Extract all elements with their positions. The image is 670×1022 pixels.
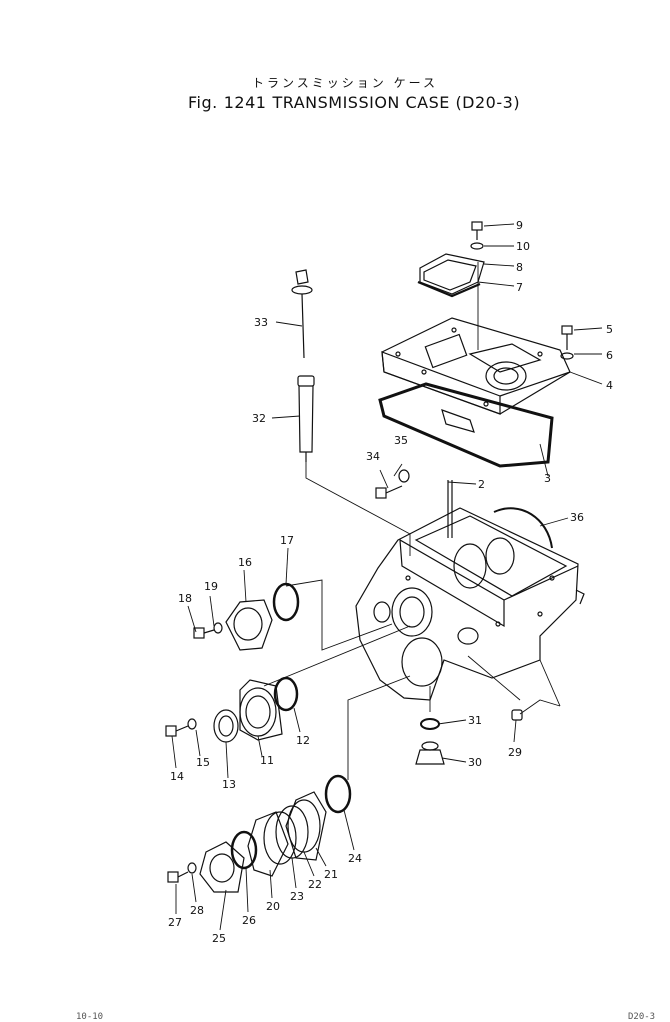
callout-19: 19 — [204, 580, 218, 593]
callout-17: 17 — [280, 534, 294, 547]
fig-prefix: Fig. — [188, 93, 218, 112]
fig-text: TRANSMISSION CASE (D20-3) — [272, 93, 521, 112]
callout-29: 29 — [508, 746, 522, 759]
footer-right: D20-3 — [628, 1012, 656, 1022]
callout-27: 27 — [168, 916, 182, 929]
bolt-9 — [470, 221, 484, 250]
o-ring-36 — [493, 507, 553, 549]
callout-6: 6 — [606, 349, 613, 362]
callout-31: 31 — [468, 714, 482, 727]
washer-28 — [187, 862, 197, 874]
gasket-3 — [378, 382, 554, 468]
figure-title: Fig. 1241 TRANSMISSION CASE (D20-3) — [188, 93, 526, 112]
case-cover-plate — [381, 317, 571, 433]
bolt-5 — [560, 325, 574, 360]
callout-24: 24 — [348, 852, 362, 865]
plug-29 — [511, 709, 523, 721]
callout-21: 21 — [324, 868, 338, 881]
cover-16 — [225, 599, 273, 651]
seal-13 — [213, 709, 239, 743]
callout-15: 15 — [196, 756, 210, 769]
callout-13: 13 — [222, 778, 236, 791]
title-japanese: トランスミッション ケース — [252, 76, 438, 90]
leader-lines — [171, 223, 603, 931]
callout-25: 25 — [212, 932, 226, 945]
drain-plug-30 — [415, 741, 445, 765]
callout-11: 11 — [260, 754, 274, 767]
top-cover-plate — [417, 253, 485, 298]
callout-36: 36 — [570, 511, 584, 524]
stud-2 — [447, 480, 453, 538]
o-ring-17 — [272, 582, 300, 622]
footer-left: 10-10 — [76, 1012, 104, 1022]
callout-18: 18 — [178, 592, 192, 605]
bolt-34 — [375, 485, 403, 499]
callout-22: 22 — [308, 878, 322, 891]
washer-35 — [398, 469, 410, 483]
callout-2: 2 — [478, 478, 485, 491]
callout-32: 32 — [252, 412, 266, 425]
dipstick-33 — [291, 269, 313, 359]
callout-5: 5 — [606, 323, 613, 336]
callout-7: 7 — [516, 281, 523, 294]
retainer-11 — [239, 679, 283, 741]
callout-10: 10 — [516, 240, 530, 253]
bolt-14 — [165, 725, 189, 737]
fig-number: 1241 — [223, 93, 267, 112]
callout-3: 3 — [544, 472, 551, 485]
o-ring-24 — [324, 774, 352, 814]
callout-20: 20 — [266, 900, 280, 913]
rear-stack — [199, 791, 327, 893]
callout-30: 30 — [468, 756, 482, 769]
transmission-case-body — [355, 507, 585, 701]
callout-34: 34 — [366, 450, 380, 463]
filler-tube-32 — [297, 375, 315, 462]
callout-9: 9 — [516, 219, 523, 232]
callout-33: 33 — [254, 316, 268, 329]
callout-4: 4 — [606, 379, 613, 392]
callout-28: 28 — [190, 904, 204, 917]
callout-12: 12 — [296, 734, 310, 747]
callout-14: 14 — [170, 770, 184, 783]
callout-35: 35 — [394, 434, 408, 447]
callout-8: 8 — [516, 261, 523, 274]
washer-15 — [187, 718, 197, 730]
bolt-18 — [193, 627, 215, 639]
o-ring-12 — [273, 676, 299, 712]
callout-16: 16 — [238, 556, 252, 569]
callout-23: 23 — [290, 890, 304, 903]
washer-19 — [213, 622, 223, 634]
o-ring-31 — [420, 718, 440, 730]
callout-26: 26 — [242, 914, 256, 927]
bolt-27 — [167, 871, 189, 883]
